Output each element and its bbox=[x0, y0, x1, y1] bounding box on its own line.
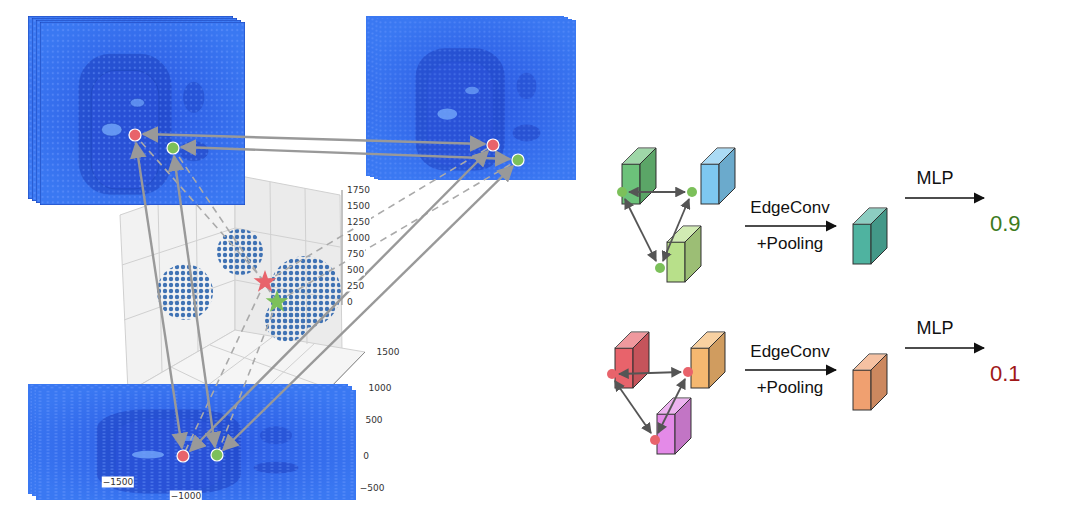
3d-stars bbox=[254, 270, 289, 312]
operation-label: MLP bbox=[916, 168, 953, 189]
axis-tick: 250 bbox=[346, 281, 365, 292]
axis-tick: 0 bbox=[362, 451, 370, 462]
operation-label: MLP bbox=[916, 318, 953, 339]
keypoint-dots bbox=[129, 129, 524, 462]
score: 0.1 bbox=[990, 361, 1021, 387]
axis-tick: 500 bbox=[346, 265, 365, 276]
correspondence-arrows bbox=[136, 134, 513, 451]
axis-tick: 1750 bbox=[346, 185, 371, 196]
graph-positive bbox=[617, 148, 984, 282]
axis-tick: 1500 bbox=[346, 201, 371, 212]
projection-lines bbox=[135, 135, 518, 456]
operation-label: EdgeConv +Pooling bbox=[740, 190, 840, 262]
axis-tick: 1500 bbox=[376, 347, 401, 358]
operation-label: EdgeConv +Pooling bbox=[740, 334, 840, 406]
axis-tick: −1500 bbox=[102, 477, 134, 488]
point-clusters bbox=[157, 229, 341, 342]
graph-negative bbox=[607, 332, 984, 454]
axis-tick: 1000 bbox=[368, 383, 393, 394]
score: 0.9 bbox=[990, 211, 1021, 237]
axis-tick: 1250 bbox=[346, 217, 371, 228]
axis-tick: 750 bbox=[346, 249, 365, 260]
heatmap-top-left bbox=[28, 16, 245, 205]
axis-tick: −500 bbox=[359, 483, 386, 494]
heatmap-bottom bbox=[28, 384, 356, 500]
axis-tick: 1000 bbox=[346, 233, 371, 244]
axis-tick: 500 bbox=[364, 415, 383, 426]
axis-tick: −1000 bbox=[170, 491, 202, 502]
axis-tick: 0 bbox=[346, 297, 354, 308]
